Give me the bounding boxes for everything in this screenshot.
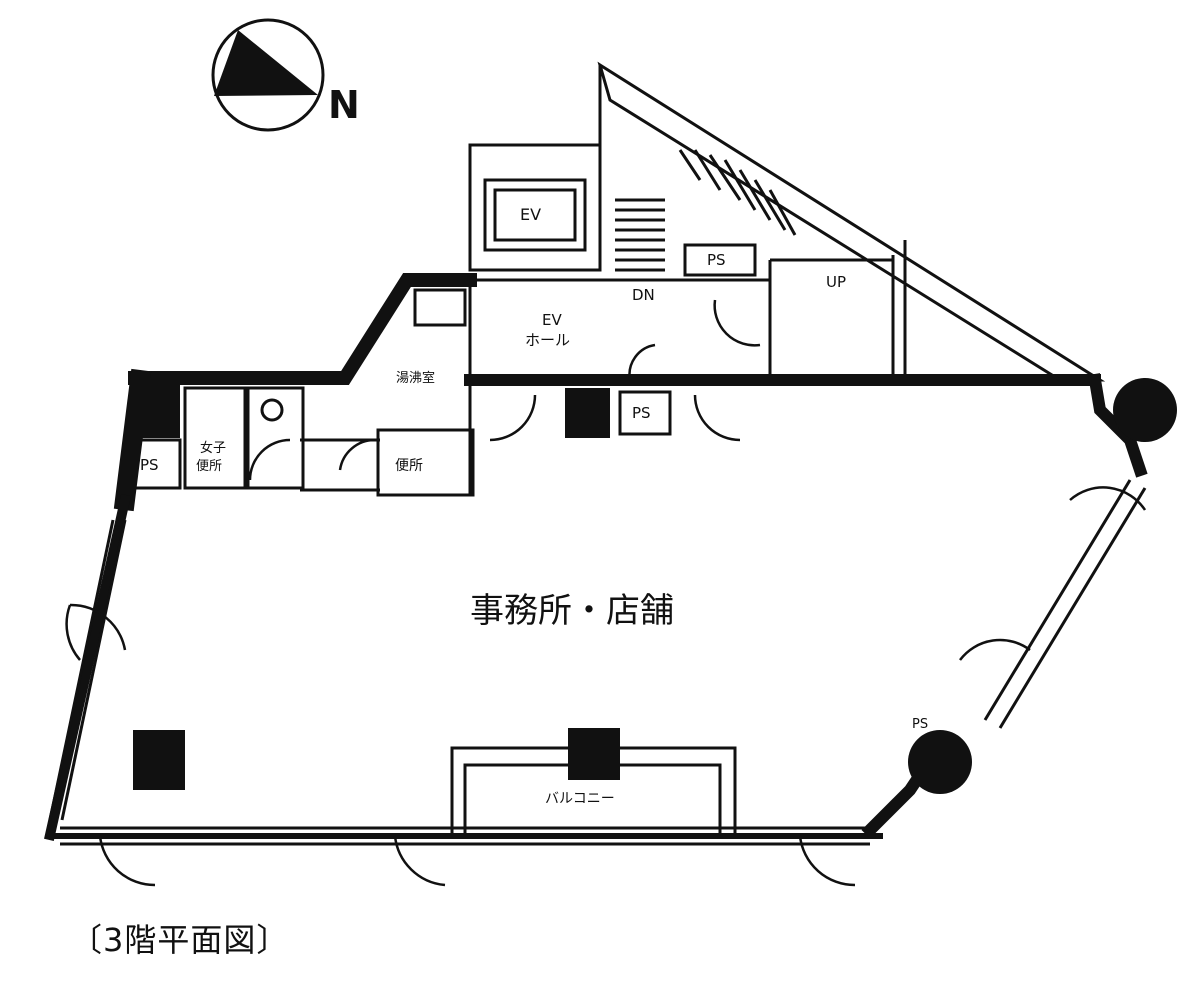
doors bbox=[65, 299, 1147, 887]
window-left-a bbox=[48, 519, 115, 821]
door-wc bbox=[248, 438, 291, 481]
door-toilet bbox=[338, 438, 376, 471]
stair-steps bbox=[615, 149, 797, 272]
floor-caption: 〔3階平面図〕 bbox=[70, 921, 290, 959]
label-womens-toilet-1: 女子 bbox=[200, 440, 226, 456]
column-ps-center bbox=[565, 388, 610, 438]
core-structure bbox=[468, 61, 1106, 382]
door-core-2 bbox=[693, 394, 741, 442]
column-top-left bbox=[135, 378, 180, 438]
column-round-top-right bbox=[1113, 378, 1177, 442]
ps-box-top-right bbox=[683, 243, 757, 277]
wall-left-long bbox=[44, 494, 131, 841]
womens-toilet-box bbox=[183, 386, 247, 490]
sink-box bbox=[246, 386, 305, 490]
toilet-box bbox=[376, 428, 475, 497]
column-interior bbox=[133, 730, 185, 790]
label-cleaning-room: 湯沸室 bbox=[396, 370, 435, 386]
sink-icon bbox=[260, 398, 284, 422]
ps-center-box bbox=[618, 390, 672, 436]
balcony-outer bbox=[450, 746, 737, 836]
label-balcony: バルコニー bbox=[545, 791, 615, 807]
columns bbox=[133, 378, 1177, 794]
triangular-void bbox=[597, 61, 1106, 382]
label-ev-hall-1: EV bbox=[542, 311, 562, 329]
compass-needle-icon bbox=[214, 30, 318, 96]
column-balcony bbox=[568, 728, 620, 780]
label-ps-center: PS bbox=[632, 404, 651, 422]
label-ev: EV bbox=[520, 205, 541, 224]
core-outer bbox=[468, 65, 602, 272]
door-right-2 bbox=[959, 638, 1031, 661]
door-ps-tr bbox=[713, 299, 761, 347]
balcony bbox=[450, 746, 737, 836]
balcony-inner bbox=[463, 763, 722, 836]
door-left bbox=[69, 603, 127, 651]
label-ps-corner: PS bbox=[912, 717, 928, 732]
door-bottom-2 bbox=[393, 835, 446, 887]
label-main-space: 事務所・店舗 bbox=[470, 591, 674, 631]
windows bbox=[48, 479, 1147, 846]
wall-right-top bbox=[1088, 373, 1148, 478]
ev-shaft bbox=[483, 178, 587, 252]
window-right-a bbox=[983, 479, 1132, 721]
door-core-1 bbox=[489, 394, 537, 442]
window-right-b bbox=[998, 487, 1147, 729]
compass-label: N bbox=[328, 83, 360, 127]
label-ps-top-right: PS bbox=[707, 251, 726, 269]
ps-left-box bbox=[123, 438, 182, 490]
door-bottom-3 bbox=[798, 835, 856, 887]
label-ev-hall-2: ホール bbox=[525, 331, 570, 349]
cleaning-room-box bbox=[413, 288, 467, 327]
column-round-bottom-right bbox=[908, 730, 972, 794]
ev-shaft-inner bbox=[493, 188, 577, 242]
door-right-1 bbox=[1069, 486, 1147, 511]
compass: N bbox=[211, 18, 360, 132]
label-womens-toilet-2: 便所 bbox=[196, 459, 222, 474]
window-left-b bbox=[60, 519, 127, 821]
wall-upper-left bbox=[128, 273, 477, 385]
door-bottom-1 bbox=[98, 835, 156, 887]
label-up: UP bbox=[826, 273, 846, 291]
label-dn: DN bbox=[632, 286, 655, 304]
door-ev-hall bbox=[628, 343, 656, 381]
label-ps-left: PS bbox=[140, 456, 159, 474]
door-left-b bbox=[65, 604, 81, 661]
label-toilet: 便所 bbox=[395, 458, 423, 474]
